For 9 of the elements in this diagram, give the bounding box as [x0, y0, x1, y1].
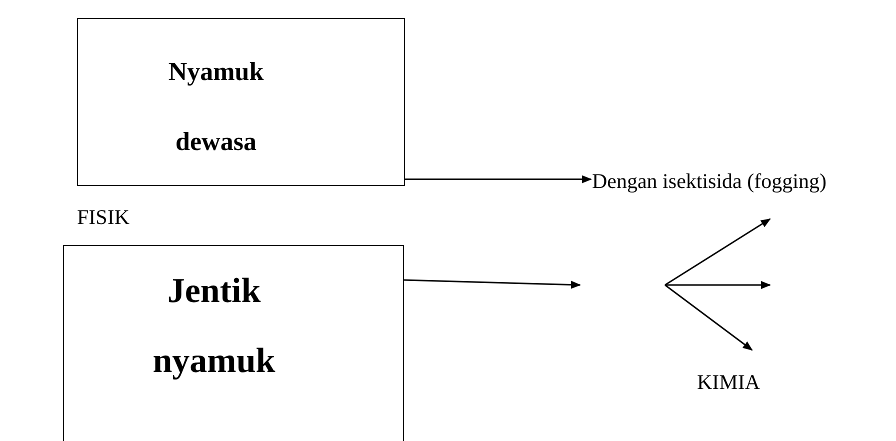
arrow — [404, 279, 581, 289]
text-label: FISIK — [77, 205, 130, 230]
process-box — [77, 18, 405, 186]
text-label: Dengan isektisida (fogging) — [592, 166, 892, 196]
process-box — [63, 245, 404, 441]
box-heading: Jentik nyamuk — [152, 270, 276, 382]
arrow — [405, 175, 592, 184]
box-heading: Nyamuk dewasa — [167, 56, 265, 158]
text-label: KIMIA — [697, 370, 760, 395]
